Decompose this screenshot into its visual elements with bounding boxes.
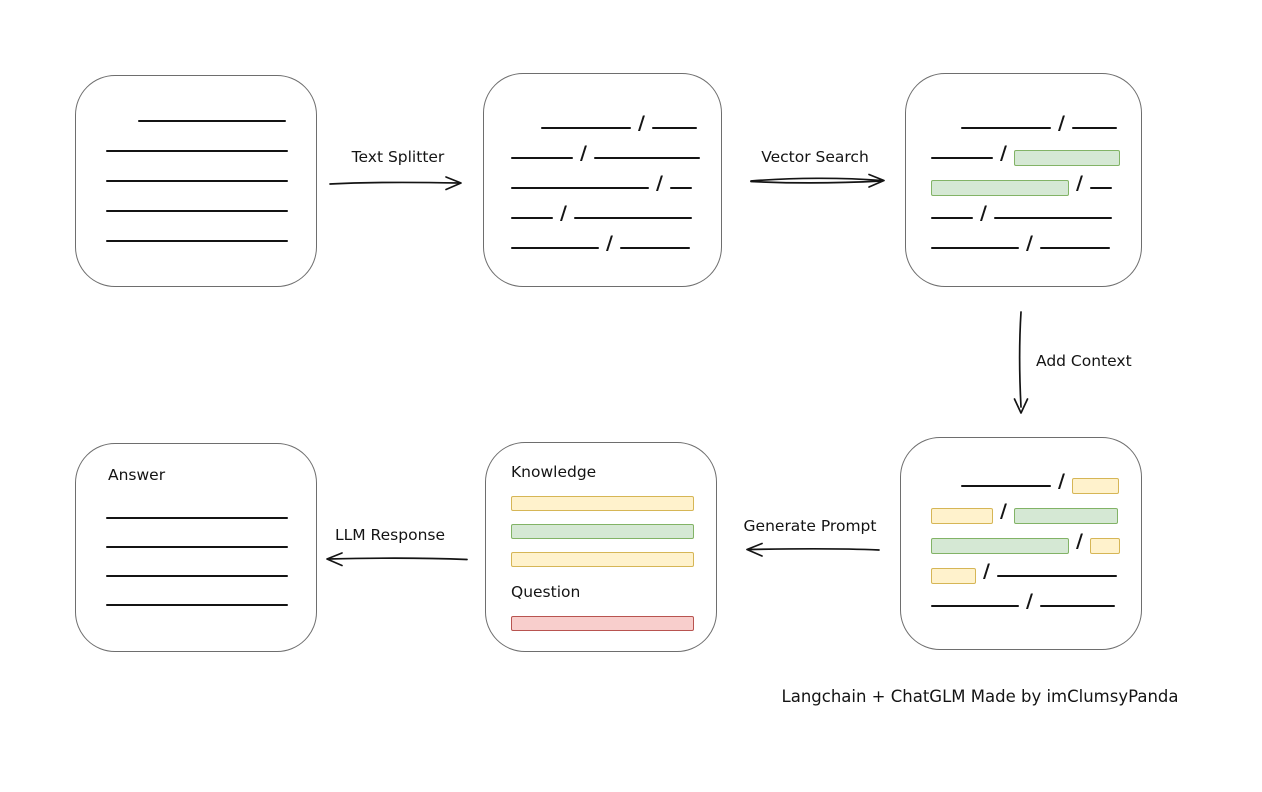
green-highlight-chip [931, 180, 1069, 196]
add-context-arrow [1013, 311, 1029, 414]
chunk-row: / [931, 196, 1141, 226]
text-line [993, 217, 1112, 219]
vector-search-label: Vector Search [761, 148, 869, 166]
generate-prompt-arrow [746, 542, 880, 557]
slash-separator: / [1076, 172, 1083, 194]
slash-separator: / [1058, 112, 1065, 134]
diagram-caption: Langchain + ChatGLM Made by imClumsyPand… [781, 687, 1179, 706]
green-highlight-chip [1013, 508, 1118, 524]
text-line [619, 247, 690, 249]
slash-separator: / [606, 232, 613, 254]
slash-separator: / [1026, 590, 1033, 612]
slash-separator: / [1000, 500, 1007, 522]
text-line [931, 217, 973, 219]
red-bar [511, 616, 694, 631]
slash-separator: / [656, 172, 663, 194]
yellow-bar [511, 496, 694, 511]
text-line [511, 187, 649, 189]
chunk-row: / [511, 106, 721, 136]
chunk-row: / [931, 226, 1141, 256]
text-line [931, 247, 1019, 249]
answer-box: Answer [75, 443, 317, 652]
text-line [669, 187, 692, 189]
text-line [1089, 187, 1112, 189]
yellow-bar [511, 552, 694, 567]
text-line [996, 575, 1117, 577]
slash-separator: / [1076, 530, 1083, 552]
source-document-box [75, 75, 317, 287]
chunk-row: / [931, 524, 1141, 554]
chunk-row: / [511, 136, 721, 166]
chunk-row: / [931, 554, 1141, 584]
text-line [931, 157, 993, 159]
text-line [106, 604, 288, 606]
text-line [106, 240, 288, 242]
text-line [138, 120, 286, 122]
text-line [651, 127, 697, 129]
text-line [106, 180, 288, 182]
llm-response-label: LLM Response [334, 526, 445, 544]
slash-separator: / [1026, 232, 1033, 254]
text-line [931, 605, 1019, 607]
text-line [961, 127, 1051, 129]
text-splitter-arrow [329, 176, 462, 191]
answer-label: Answer [108, 466, 166, 484]
document-lines [76, 76, 316, 242]
text-line [1039, 247, 1110, 249]
answer-lines [106, 517, 316, 606]
prompt-box: Knowledge Question [485, 442, 717, 652]
text-line [1071, 127, 1117, 129]
text-line [593, 157, 700, 159]
knowledge-bars [511, 483, 694, 567]
question-bars [511, 603, 694, 631]
generate-prompt-label: Generate Prompt [743, 517, 877, 535]
chunk-row: / [931, 494, 1141, 524]
yellow-highlight-chip [1071, 478, 1119, 494]
slash-separator: / [1058, 470, 1065, 492]
text-line [106, 150, 288, 152]
text-line [511, 217, 553, 219]
knowledge-label: Knowledge [511, 463, 597, 481]
add-context-label: Add Context [1036, 352, 1132, 370]
text-line [1039, 605, 1115, 607]
green-bar [511, 524, 694, 539]
yellow-highlight-chip [931, 508, 993, 524]
slash-separator: / [980, 202, 987, 224]
text-splitter-label: Text Splitter [351, 148, 445, 166]
context-chunks-box: / / / / / [900, 437, 1142, 650]
vector-results-box: / / / / / [905, 73, 1142, 287]
green-highlight-chip [931, 538, 1069, 554]
llm-response-arrow [326, 552, 468, 567]
vector-search-arrow [750, 173, 885, 188]
slash-separator: / [638, 112, 645, 134]
slash-separator: / [983, 560, 990, 582]
text-line [106, 575, 288, 577]
text-line [106, 546, 288, 548]
chunk-row: / [931, 106, 1141, 136]
chunk-row: / [511, 196, 721, 226]
split-chunks-box: / / / / / [483, 73, 722, 287]
text-line [961, 485, 1051, 487]
green-highlight-chip [1013, 150, 1120, 166]
text-line [511, 157, 573, 159]
yellow-highlight-chip [931, 568, 976, 584]
chunk-row: / [931, 166, 1141, 196]
slash-separator: / [580, 142, 587, 164]
slash-separator: / [560, 202, 567, 224]
text-line [573, 217, 692, 219]
chunk-row: / [511, 166, 721, 196]
slash-separator: / [1000, 142, 1007, 164]
question-label: Question [511, 583, 581, 601]
chunk-row: / [931, 584, 1141, 614]
text-line [106, 210, 288, 212]
text-line [106, 517, 288, 519]
text-line [511, 247, 599, 249]
chunk-row: / [511, 226, 721, 256]
text-line [541, 127, 631, 129]
chunk-row: / [931, 136, 1141, 166]
chunk-row: / [931, 464, 1141, 494]
yellow-highlight-chip [1089, 538, 1120, 554]
